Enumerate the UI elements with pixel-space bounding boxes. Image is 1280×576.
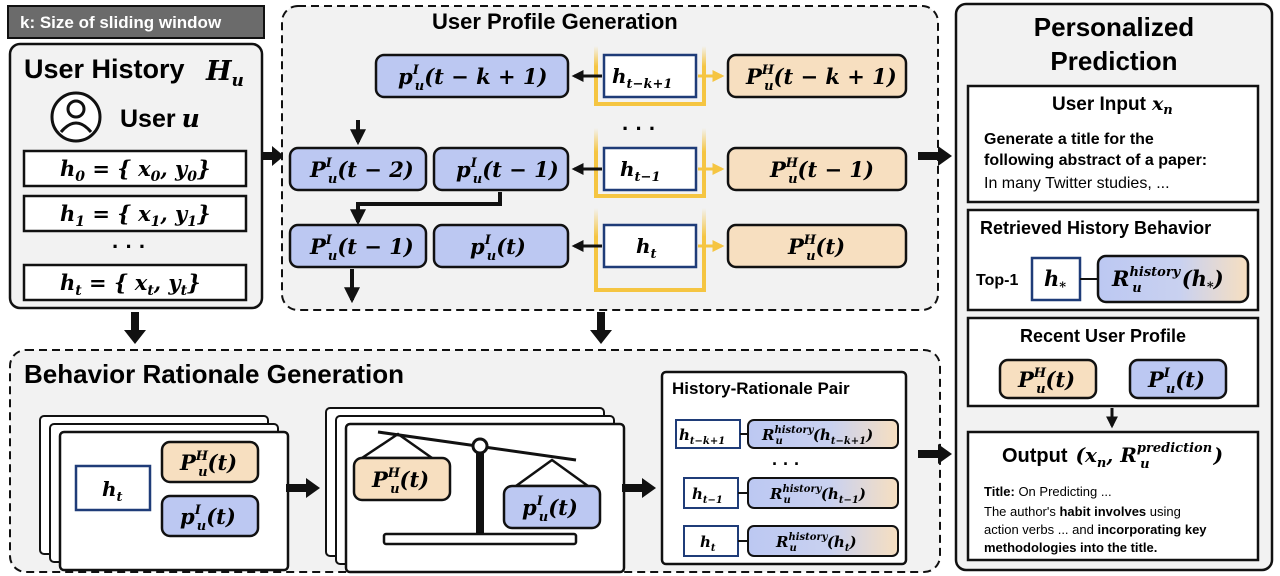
scale-PH-box: [352, 456, 452, 502]
arrow-profile-to-rationale: [590, 312, 612, 344]
svg-text:PHu(t): PHu(t): [787, 233, 845, 264]
svg-text:pIu(t): pIu(t): [180, 503, 236, 534]
svg-text:PIu(t − 1): PIu(t − 1): [309, 233, 414, 264]
svg-text:The author's habit involves us: The author's habit involves using: [984, 504, 1181, 519]
user-history-symbol: Hu: [205, 56, 244, 91]
profile-ellipsis: · · ·: [622, 116, 656, 141]
arrow-history-to-profile: [262, 146, 284, 166]
svg-text:h*: h*: [1044, 266, 1066, 295]
svg-text:PHu(t − k + 1): PHu(t − k + 1): [745, 63, 897, 94]
svg-text:ht = { xt, yt}: ht = { xt, yt}: [60, 270, 201, 299]
arrow-profile-to-prediction: [918, 146, 952, 166]
user-history-title: User History: [24, 54, 185, 84]
arrow-card-to-scale: [286, 478, 320, 498]
yellow-bracket-2: [594, 128, 706, 198]
retrieved-history-box: Retrieved History Behavior Top-1 h* Rhis…: [966, 208, 1260, 312]
svg-text:Retrieved History Behavior: Retrieved History Behavior: [980, 218, 1211, 238]
user-icon: [50, 91, 102, 143]
svg-text:pIu(t): pIu(t): [470, 233, 526, 264]
balance-scale-icon: [357, 430, 592, 546]
svg-text:action verbs ... and incorpora: action verbs ... and incorporating key: [984, 522, 1207, 537]
svg-text:PHu(t): PHu(t): [371, 466, 429, 497]
prediction-title-2: Prediction: [1050, 46, 1177, 76]
card-PH-box: [160, 440, 260, 484]
svg-text:h1 = { x1, y1}: h1 = { x1, y1}: [60, 201, 210, 230]
pair-ellipsis: · · ·: [772, 454, 800, 474]
scale-pI-box: [502, 484, 602, 530]
profile-generation-title: User Profile Generation: [432, 9, 678, 34]
history-item-0: h0 = { x0, y0}: [22, 149, 248, 188]
svg-text:PHu(t − 1): PHu(t − 1): [769, 156, 874, 187]
svg-text:pIu(t − 1): pIu(t − 1): [456, 156, 559, 187]
svg-text:pIu(t − k + 1): pIu(t − k + 1): [398, 63, 547, 94]
arrow-history-to-rationale: [124, 312, 146, 344]
rationale-generation-title: Behavior Rationale Generation: [24, 359, 404, 389]
svg-text:following abstract of a paper:: following abstract of a paper:: [984, 152, 1207, 169]
svg-text:ht−k+1: ht−k+1: [612, 64, 672, 92]
svg-text:Top-1: Top-1: [976, 272, 1018, 289]
svg-text:PIu(t − 2): PIu(t − 2): [309, 156, 414, 187]
svg-text:Title: On Predicting ...: Title: On Predicting ...: [984, 484, 1112, 499]
history-ellipsis: · · ·: [112, 234, 146, 259]
window-size-text: k: Size of sliding window: [20, 13, 222, 32]
svg-text:ht: ht: [700, 533, 716, 554]
svg-text:ht−1: ht−1: [692, 485, 723, 506]
svg-text:In many Twitter studies, ...: In many Twitter studies, ...: [984, 175, 1170, 192]
arrow-scale-to-pairs: [622, 478, 656, 498]
svg-text:PHu(t): PHu(t): [179, 449, 237, 480]
card-pI-box: [160, 494, 260, 538]
h-window-box: [602, 53, 698, 99]
P-history-box: [726, 53, 908, 99]
svg-text:PHu(t): PHu(t): [1017, 366, 1075, 397]
yellow-bracket-3: [594, 208, 706, 292]
svg-text:methodologies into the title.: methodologies into the title.: [984, 540, 1157, 555]
arrow-rationale-to-prediction: [918, 444, 952, 464]
svg-text:ht−k+1: ht−k+1: [679, 426, 725, 447]
svg-text:Generate a title for the: Generate a title for the: [984, 131, 1154, 148]
history-item-1: h1 = { x1, y1}: [22, 194, 248, 233]
p-incremental-box: [374, 53, 570, 99]
svg-text:ht: ht: [636, 234, 657, 262]
pair-title: History-Rationale Pair: [672, 379, 850, 398]
svg-text:ht: ht: [102, 477, 123, 505]
svg-text:ht−1: ht−1: [620, 157, 661, 185]
prediction-title-1: Personalized: [1034, 12, 1194, 42]
svg-text:pIu(t): pIu(t): [522, 494, 578, 525]
svg-text:PIu(t): PIu(t): [1147, 366, 1205, 397]
card-h-box: [74, 464, 152, 512]
svg-text:Recent User Profile: Recent User Profile: [1020, 326, 1186, 346]
svg-text:h0 = { x0, y0}: h0 = { x0, y0}: [60, 156, 210, 185]
window-size-label: k: Size of sliding window: [7, 5, 265, 39]
history-item-t: ht = { xt, yt}: [22, 263, 248, 302]
